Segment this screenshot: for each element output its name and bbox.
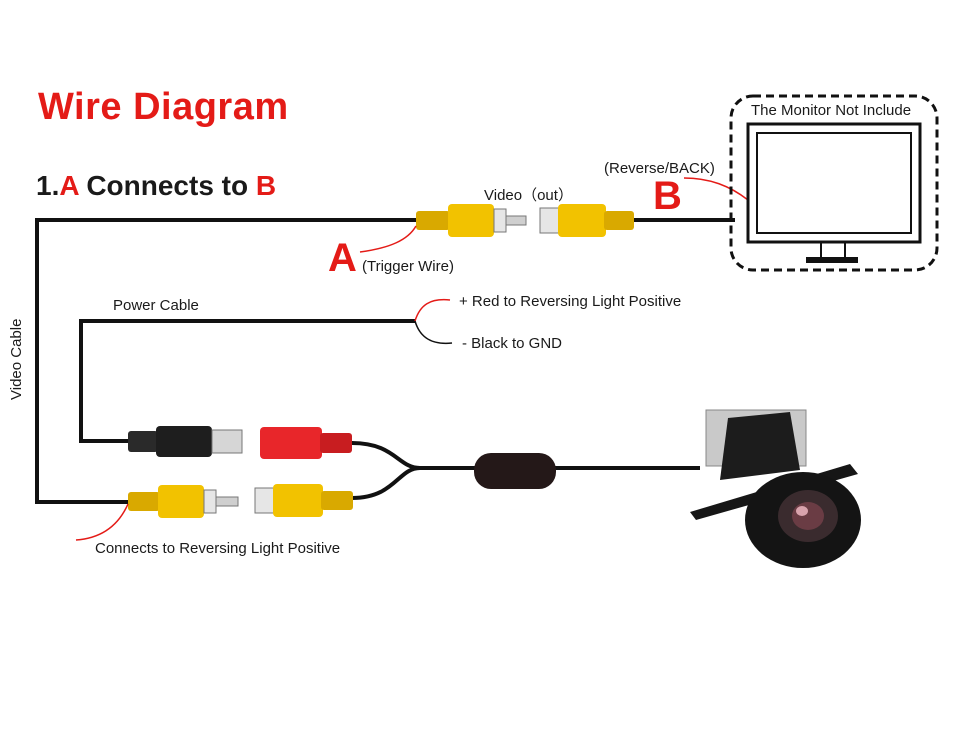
red-positive-label: + Red to Reversing Light Positive: [459, 293, 682, 310]
monitor-dashed-frame: [729, 94, 939, 272]
subtitle-b: B: [255, 170, 277, 201]
diagram-subtitle: 1.A Connects to B: [36, 170, 276, 202]
video-cable-label: Video Cable: [8, 318, 25, 400]
connects-reversing-label: Connects to Reversing Light Positive: [95, 540, 341, 557]
letter-a-marker: A: [328, 236, 357, 280]
reverse-back-label: (Reverse/BACK): [604, 160, 715, 177]
rca-male-connector-a: [416, 204, 527, 237]
power-cable-wire: [79, 319, 415, 443]
letter-b-marker: B: [653, 174, 682, 218]
monitor-not-include-label: The Monitor Not Include: [751, 102, 912, 119]
dc-power-female-red: [260, 427, 352, 459]
black-gnd-label: - Black to GND: [462, 335, 563, 352]
red-split-line: [414, 298, 451, 322]
rca-male-connector-bottom: [128, 485, 239, 518]
trigger-wire-label: (Trigger Wire): [362, 258, 454, 275]
subtitle-prefix: 1.: [36, 170, 60, 201]
y-split-wire-lower: [351, 466, 421, 500]
rca-female-connector-bottom: [254, 484, 353, 517]
reverse-back-pointer: [683, 177, 749, 201]
video-cable-wire: [35, 218, 418, 504]
inline-box: [474, 453, 556, 489]
video-out-label: Video（out）: [484, 187, 573, 204]
trigger-wire-pointer: [359, 225, 417, 253]
rca-female-connector-b: [539, 204, 634, 237]
subtitle-a: A: [59, 170, 79, 201]
power-cable-label: Power Cable: [113, 297, 199, 314]
reversing-light-pointer: [75, 503, 129, 541]
reversing-camera-icon: [690, 409, 861, 568]
monitor-icon: [746, 122, 922, 263]
diagram-title: Wire Diagram: [38, 86, 289, 128]
subtitle-middle: Connects to: [78, 170, 256, 201]
dc-power-male-black: [128, 426, 243, 457]
black-split-line: [414, 320, 453, 345]
